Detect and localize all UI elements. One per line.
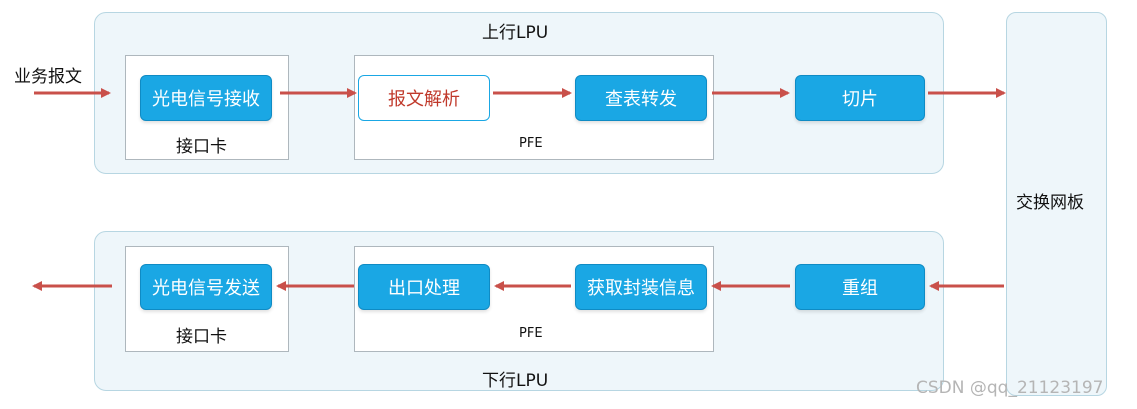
business-packet-label: 业务报文 — [14, 67, 82, 87]
downstream-lpu-title: 下行LPU — [482, 371, 549, 391]
upstream-lpu-title: 上行LPU — [482, 23, 549, 43]
slice-box: 切片 — [795, 75, 925, 121]
switch-fabric-panel — [1006, 12, 1107, 396]
upstream-interface-card-caption: 接口卡 — [176, 137, 227, 157]
lookup-forward-box: 查表转发 — [575, 75, 707, 121]
upstream-pfe-caption: PFE — [519, 136, 543, 151]
optical-signal-receive-box: 光电信号接收 — [140, 75, 272, 121]
watermark: CSDN @qq_21123197 — [916, 378, 1104, 398]
get-encap-info-box: 获取封装信息 — [575, 264, 707, 310]
downstream-pfe-caption: PFE — [519, 326, 543, 341]
downstream-interface-card-caption: 接口卡 — [176, 327, 227, 347]
optical-signal-send-box: 光电信号发送 — [140, 264, 272, 310]
switch-fabric-label: 交换网板 — [1016, 193, 1084, 213]
egress-process-box: 出口处理 — [358, 264, 490, 310]
packet-parse-box: 报文解析 — [358, 75, 490, 121]
reassemble-box: 重组 — [795, 264, 925, 310]
